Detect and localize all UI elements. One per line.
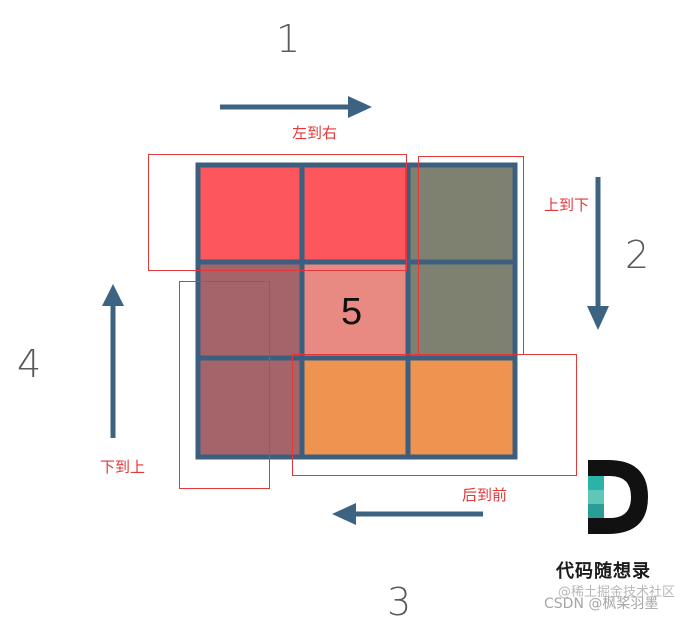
step-number-4: 4 [17,342,42,386]
range-box-bottom [292,354,577,476]
step-number-2: 2 [625,233,650,277]
label-back-to-front: 后到前 [462,486,508,504]
brand-logo-icon [588,460,648,534]
cell-r1c1 [198,165,302,262]
arrows [102,96,609,525]
label-left-to-right: 左到右 [292,124,338,142]
label-bottom-to-top: 下到上 [100,458,146,476]
cell-r2c3 [408,262,515,358]
label-top-to-bottom: 上到下 [544,196,590,214]
step-number-3: 3 [387,580,412,624]
cell-r3c2 [302,358,408,457]
cell-r3c1 [198,358,302,457]
range-boxes [148,154,577,489]
matrix-grid [195,162,518,460]
arrow-up-head [102,284,124,306]
watermark-line2: CSDN @枫桨羽墨 [544,596,659,612]
arrow-down-head [587,306,609,330]
cell-r2c1 [198,262,302,358]
arrow-right-head [348,96,372,118]
cell-r2c2 [302,262,408,358]
brand-name: 代码随想录 [556,561,651,582]
watermark-line1: @稀土掘金技术社区 [558,585,676,600]
cell-r1c2 [302,165,408,262]
grid-border [195,162,518,460]
cell-r3c3 [408,358,515,457]
center-number: 5 [341,291,363,333]
range-box-top [148,154,407,271]
cell-r1c3 [408,165,515,262]
arrow-left-head [332,503,356,525]
step-number-1: 1 [276,17,301,61]
range-box-left [179,281,270,489]
